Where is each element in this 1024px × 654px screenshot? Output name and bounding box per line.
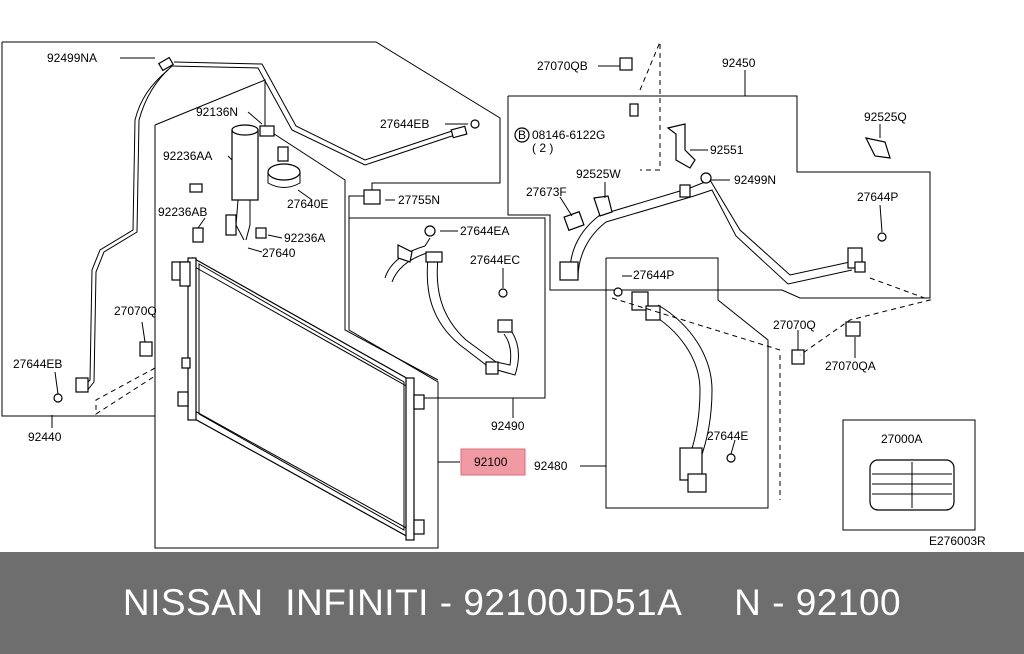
bolt-27070Q-right <box>791 349 805 365</box>
label-92236AB: 92236AB <box>158 205 207 219</box>
label-27644P-mid: 27644P <box>633 268 674 282</box>
label-27070Q-left: 27070Q <box>114 304 157 318</box>
receiver-drier <box>225 124 301 241</box>
highlight-92100 <box>460 448 526 476</box>
label-92100: 92100 <box>474 455 508 469</box>
condenser-92100 <box>171 256 425 541</box>
pipe-92450 <box>559 57 891 285</box>
group-92450-outline <box>507 95 931 299</box>
pipe-92440 <box>81 69 169 389</box>
label-92490: 92490 <box>491 419 525 433</box>
label-92136N: 92136N <box>196 105 238 119</box>
label-92525Q: 92525Q <box>864 110 907 124</box>
bolt-marker-letter: B <box>518 128 526 142</box>
pipe-92480 <box>613 287 736 493</box>
oring-27644EB-left <box>53 393 63 403</box>
label-92480: 92480 <box>534 459 568 473</box>
label-92551: 92551 <box>710 143 744 157</box>
label-27673F: 27673F <box>526 185 567 199</box>
label-27644EB-top: 27644EB <box>380 117 429 131</box>
group-92490-outline <box>349 217 546 399</box>
bolt-27070QA <box>845 321 861 337</box>
label-27755N: 27755N <box>398 193 440 207</box>
bolt-92236AB <box>192 227 204 243</box>
label-92236AA: 92236AA <box>163 149 212 163</box>
label-plate-27000A <box>869 459 955 511</box>
label-27640: 27640 <box>262 246 296 260</box>
bolt-27070Q-left <box>139 341 153 357</box>
parts-diagram: B 92499NA 92136N 27644EB 92236AA 27640E … <box>1 41 986 549</box>
label-27644P-right: 27644P <box>857 190 898 204</box>
bolt-marker-icon <box>514 127 530 143</box>
label-27644EA: 27644EA <box>460 224 509 238</box>
label-27070Q-right: 27070Q <box>773 318 816 332</box>
label-27640E: 27640E <box>287 197 328 211</box>
label-27644EC: 27644EC <box>470 253 520 267</box>
label-92450: 92450 <box>722 56 756 70</box>
label-08146-qty: ( 2 ) <box>532 141 553 155</box>
label-92440: 92440 <box>28 430 62 444</box>
sensor-27755N <box>363 189 381 205</box>
part-number-text: NISSAN INFINITI - 92100JD51A N - 92100 <box>122 582 902 623</box>
label-27644E: 27644E <box>707 429 748 443</box>
label-92499NA: 92499NA <box>47 51 97 65</box>
label-92525W: 92525W <box>576 167 621 181</box>
diagram-code: E276003R <box>929 534 986 548</box>
part-number-banner: NISSAN INFINITI - 92100JD51A N - 92100 <box>0 552 1024 654</box>
label-27644EB-left: 27644EB <box>13 357 62 371</box>
group-92100-outline <box>154 79 439 381</box>
label-27070QB: 27070QB <box>537 59 588 73</box>
pipe-92490 <box>384 225 519 376</box>
label-08146-6122G: 08146-6122G <box>532 128 605 142</box>
group-27000A-outline <box>842 419 976 531</box>
label-92499N: 92499N <box>734 173 776 187</box>
label-27070QA: 27070QA <box>825 359 876 373</box>
group-92480-outline <box>605 257 769 509</box>
bolt-92236A <box>255 227 267 239</box>
label-92236A: 92236A <box>284 231 325 245</box>
bolt-92236AA <box>189 183 203 193</box>
label-27000A: 27000A <box>881 432 922 446</box>
